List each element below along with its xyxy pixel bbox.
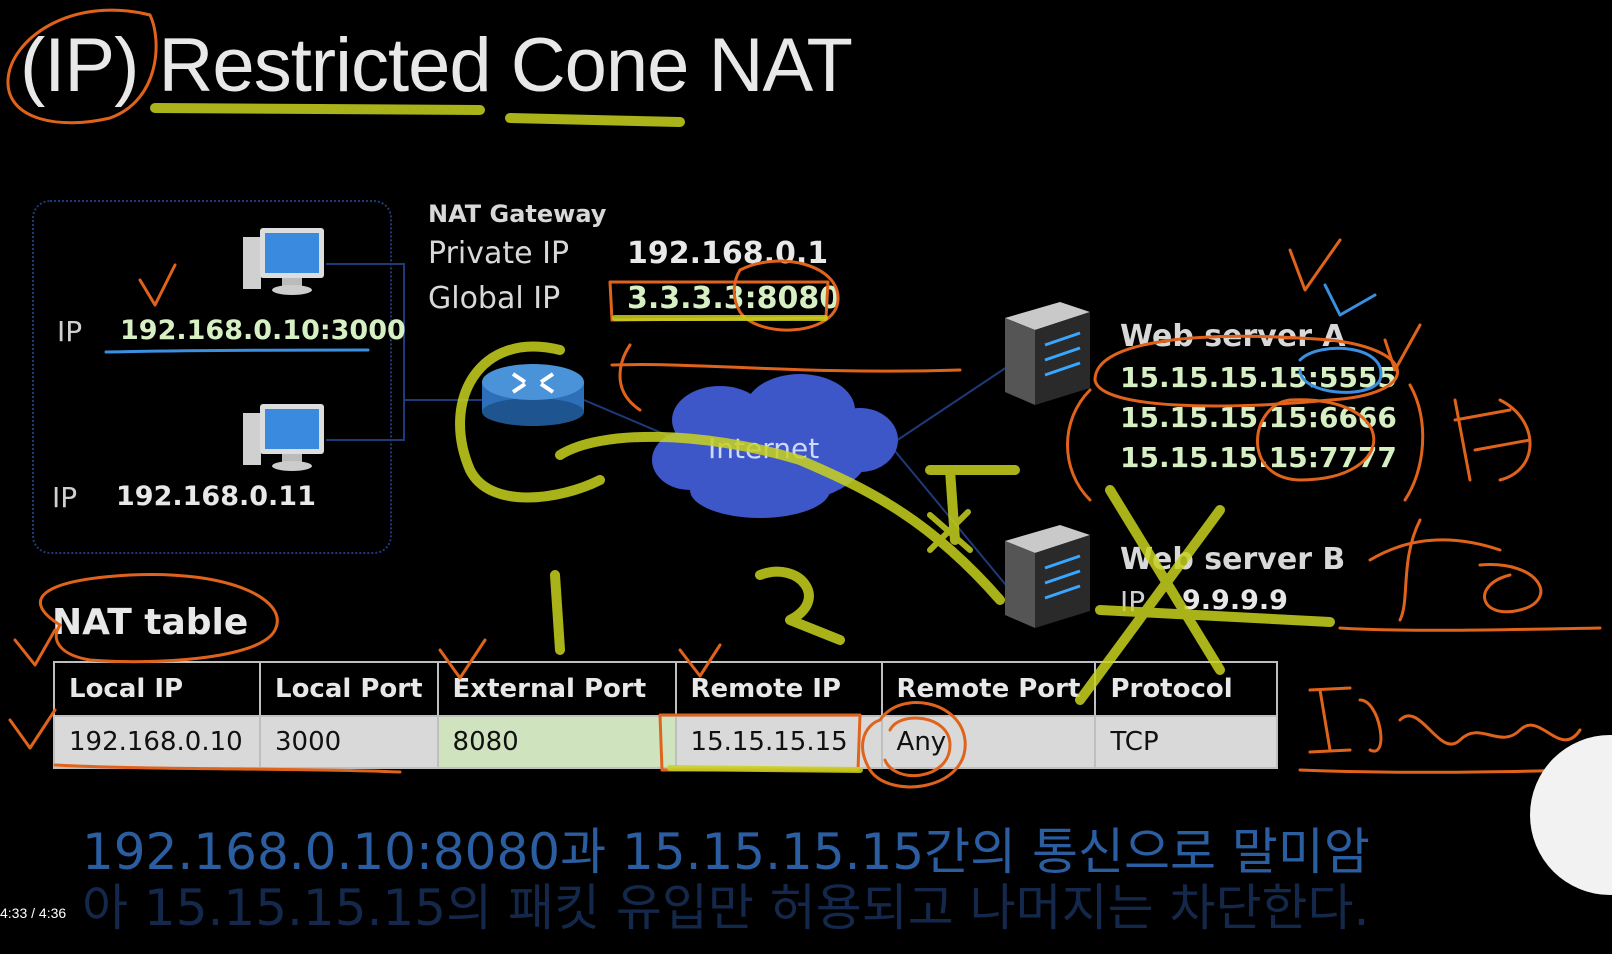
cell-remote-ip: 15.15.15.15 bbox=[674, 715, 883, 769]
server-b-name: Web server B bbox=[1120, 542, 1346, 577]
internet-server-b-wire bbox=[889, 444, 1011, 591]
subtitle-line-1: 192.168.0.10:8080과 15.15.15.15간의 통신으로 말미… bbox=[82, 823, 1370, 881]
cell-local-port: 3000 bbox=[259, 715, 439, 769]
cell-external-port: 8080 bbox=[436, 715, 677, 769]
server-b-ip-value: 9.9.9.9 bbox=[1182, 585, 1288, 616]
host2-ip-label: IP bbox=[52, 481, 78, 514]
header-remote-ip: Remote IP bbox=[674, 661, 883, 717]
global-ip-value: 3.3.3.3:8080 bbox=[627, 281, 841, 316]
cell-protocol: TCP bbox=[1094, 715, 1278, 769]
host1-ip-label: IP bbox=[57, 315, 83, 348]
server-a-ip-2: 15.15.15.15:6666 bbox=[1120, 401, 1397, 434]
server-a-ip-3: 15.15.15.15:7777 bbox=[1120, 441, 1397, 474]
table-row: 192.168.0.10 3000 8080 15.15.15.15 Any T… bbox=[53, 715, 1278, 769]
video-time-display: 4:33 / 4:36 bbox=[0, 905, 67, 921]
subtitle-line-2: 아 15.15.15.15의 패킷 유입만 허용되고 나머지는 차단한다. bbox=[82, 879, 1370, 937]
host1-ip-value: 192.168.0.10:3000 bbox=[120, 315, 406, 346]
server-a-ip-1: 15.15.15.15:5555 bbox=[1120, 361, 1397, 394]
router-icon bbox=[482, 364, 584, 426]
private-ip-value: 192.168.0.1 bbox=[627, 236, 829, 271]
router-loop-annotation bbox=[455, 341, 605, 503]
private-ip-label: Private IP bbox=[428, 236, 570, 271]
server-icon bbox=[1005, 302, 1090, 405]
router-internet-wire bbox=[583, 399, 691, 446]
server-icon bbox=[1005, 525, 1090, 628]
header-external-port: External Port bbox=[436, 661, 677, 717]
nat-table-title: NAT table bbox=[52, 602, 249, 643]
header-local-port: Local Port bbox=[259, 661, 439, 717]
server-b-ip-label: IP bbox=[1120, 585, 1146, 618]
internet-label: Internet bbox=[708, 432, 820, 465]
header-local-ip: Local IP bbox=[53, 661, 261, 717]
server-a-name: Web server A bbox=[1120, 319, 1346, 354]
cell-local-ip: 192.168.0.10 bbox=[53, 715, 261, 769]
slide-title: (IP) Restricted Cone NAT bbox=[20, 23, 853, 108]
global-ip-label: Global IP bbox=[428, 281, 561, 316]
nat-table: Local IP Local Port External Port Remote… bbox=[53, 661, 1278, 769]
internet-server-a-wire bbox=[889, 364, 1011, 446]
gateway-heading: NAT Gateway bbox=[428, 200, 607, 228]
header-remote-port: Remote Port bbox=[880, 661, 1097, 717]
table-header-row: Local IP Local Port External Port Remote… bbox=[53, 661, 1278, 717]
cell-remote-port: Any bbox=[880, 715, 1097, 769]
header-protocol: Protocol bbox=[1094, 661, 1278, 717]
host2-ip-value: 192.168.0.11 bbox=[116, 481, 316, 512]
playback-control-button[interactable] bbox=[1530, 735, 1612, 895]
